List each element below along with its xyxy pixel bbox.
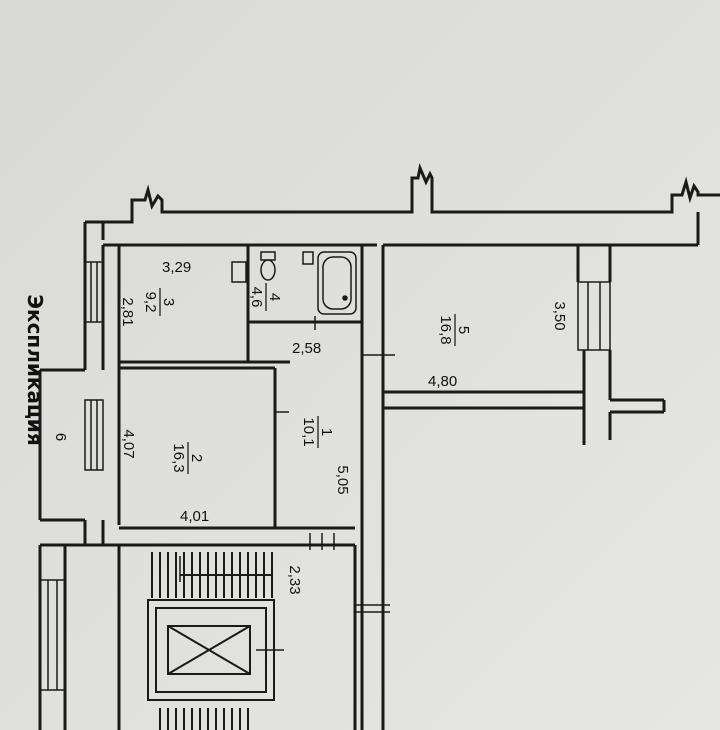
room-area: 16,8 — [437, 315, 454, 344]
room-number: 2 — [188, 454, 205, 462]
windows — [39, 261, 611, 691]
dim-258: 2,58 — [292, 340, 321, 357]
dimension-ticks — [179, 316, 395, 651]
room-number: 4 — [266, 293, 283, 301]
dim-6: 6 — [52, 433, 69, 441]
room-area: 16,3 — [170, 443, 187, 472]
dim-401: 4,01 — [180, 508, 209, 525]
side-label: Экспликация — [23, 294, 47, 445]
dim-407: 4,07 — [120, 429, 137, 458]
room-label-4: 4 4,6 — [248, 283, 283, 311]
dim-281: 2,81 — [119, 297, 136, 326]
dim-350: 3,50 — [551, 301, 568, 330]
room-area: 4,6 — [248, 287, 265, 308]
stairs — [151, 552, 273, 730]
room-number: 1 — [318, 428, 335, 436]
room-label-5: 5 16,8 — [437, 314, 472, 346]
room-area: 10,1 — [300, 417, 317, 446]
room-label-3: 3 9,2 — [142, 288, 177, 316]
dim-480: 4,80 — [428, 373, 457, 390]
dim-329: 3,29 — [162, 259, 191, 276]
plumbing-fixtures — [231, 251, 357, 315]
room-area: 9,2 — [142, 292, 159, 313]
room-number: 3 — [160, 298, 177, 306]
dim-233: 2,33 — [286, 565, 303, 594]
room-label-2: 2 16,3 — [170, 442, 205, 474]
room-label-1: 1 10,1 — [300, 416, 335, 448]
room-number: 5 — [455, 326, 472, 334]
dim-505: 5,05 — [334, 465, 351, 494]
